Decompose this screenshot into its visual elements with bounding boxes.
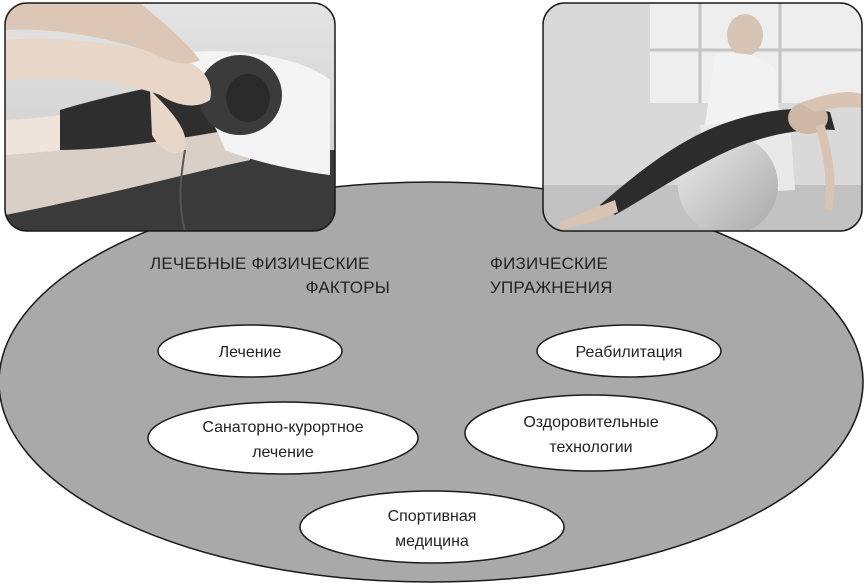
item-rehabilitation: Реабилитация [537,325,721,377]
physiotherapy-photo [5,3,335,231]
item-sanatorium-line1: Санаторно-курортное [202,419,363,436]
item-treatment-label: Лечение [219,344,282,361]
item-health-line2: технологии [549,439,632,456]
left-heading-line2: ФАКТОРЫ [150,276,390,300]
item-sports-line1: Спортивная [388,508,477,525]
item-sports-medicine: Спортивная медицина [300,491,564,563]
left-heading-line1: ЛЕЧЕБНЫЕ ФИЗИЧЕСКИЕ [150,252,390,276]
right-heading-line2: УПРАЖНЕНИЯ [490,276,690,300]
item-rehabilitation-label: Реабилитация [576,344,683,361]
item-health-line1: Оздоровительные [523,414,658,431]
item-sanatorium-line2: лечение [252,444,314,461]
item-sports-line2: медицина [395,533,469,550]
item-health-technologies: Оздоровительные технологии [465,395,717,471]
fitball-exercise-photo [543,3,862,235]
left-heading: ЛЕЧЕБНЫЕ ФИЗИЧЕСКИЕ ФАКТОРЫ [150,252,390,300]
item-treatment: Лечение [158,325,342,377]
right-heading: ФИЗИЧЕСКИЕ УПРАЖНЕНИЯ [490,252,690,300]
item-sanatorium-treatment: Санаторно-курортное лечение [148,402,418,474]
right-heading-line1: ФИЗИЧЕСКИЕ [490,252,690,276]
